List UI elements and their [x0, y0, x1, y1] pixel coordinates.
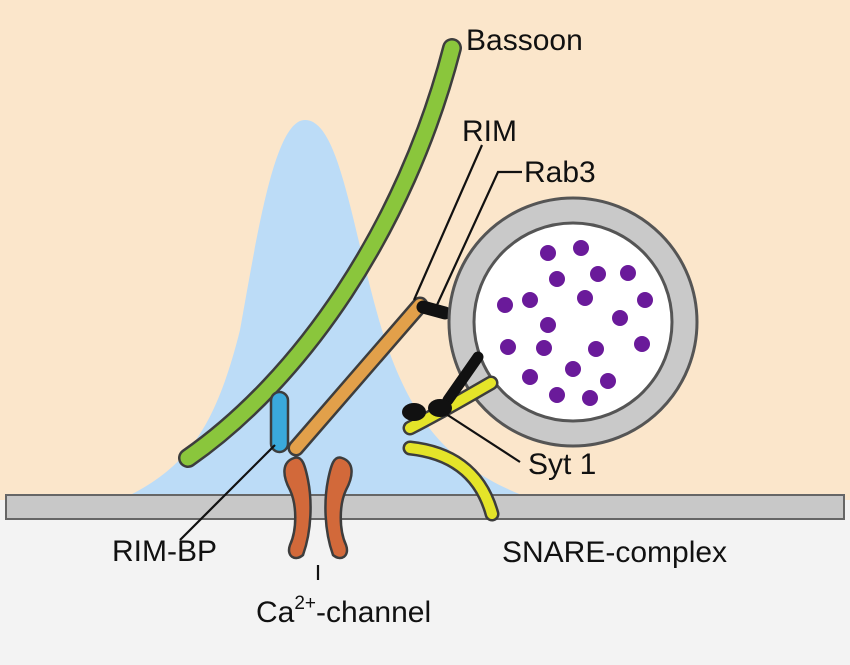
rab3-label: Rab3 [524, 156, 596, 189]
syt1-c2-domain [428, 399, 452, 417]
ca-channel-label-superscript: 2+ [294, 593, 316, 614]
ca-channel-label-prefix: Ca [256, 596, 295, 629]
syt1-label: Syt 1 [528, 448, 596, 481]
neurotransmitter-dot [549, 387, 565, 403]
neurotransmitter-dot [497, 297, 513, 313]
neurotransmitter-dot [540, 317, 556, 333]
snare-complex-label: SNARE-complex [502, 536, 727, 569]
rab3-protein [416, 300, 452, 320]
snare-membrane-strand-fill [405, 443, 497, 519]
leader-lines [179, 144, 522, 580]
syt1-c2-domain [402, 403, 426, 421]
neurotransmitter-dots [497, 240, 653, 406]
syt1-stalk [442, 351, 484, 406]
neurotransmitter-dot [600, 373, 616, 389]
neurotransmitter-dot [577, 290, 593, 306]
plasma-membrane [5, 494, 845, 520]
neurotransmitter-dot [620, 265, 636, 281]
neurotransmitter-dot [573, 240, 589, 256]
vesicle-lumen [472, 221, 674, 423]
rim-bp-leader [179, 444, 276, 541]
bassoon-protein-fill [180, 40, 460, 466]
neurotransmitter-dot [634, 336, 650, 352]
neurotransmitter-dot [522, 292, 538, 308]
neurotransmitter-dot [522, 369, 538, 385]
bassoon-label: Bassoon [466, 24, 583, 57]
rim-protein-fill [290, 299, 426, 454]
rim-bp-protein [269, 390, 290, 454]
ca-channel-label-suffix: -channel [316, 596, 431, 629]
snare-vesicle-strand-fill [405, 378, 496, 433]
neurotransmitter-dot [588, 341, 604, 357]
neurotransmitter-dot [540, 245, 556, 261]
ca-channel-left [283, 456, 312, 560]
rab3-leader [436, 170, 522, 306]
neurotransmitter-dot [582, 390, 598, 406]
neurotransmitter-dot [549, 271, 565, 287]
neurotransmitter-dot [612, 310, 628, 326]
neurotransmitter-dot [637, 292, 653, 308]
rim-label: RIM [462, 115, 517, 148]
rim-leader [412, 144, 484, 301]
rim-bp-label: RIM-BP [112, 535, 217, 568]
neurotransmitter-dot [536, 340, 552, 356]
syt1-leader [442, 411, 521, 463]
neurotransmitter-dot [565, 361, 581, 377]
neurotransmitter-dot [500, 339, 516, 355]
ca-channel-label: Ca2+-channel [256, 593, 431, 629]
ca-channel-right [324, 456, 353, 560]
extracellular-area [0, 500, 850, 665]
neurotransmitter-dot [590, 266, 606, 282]
